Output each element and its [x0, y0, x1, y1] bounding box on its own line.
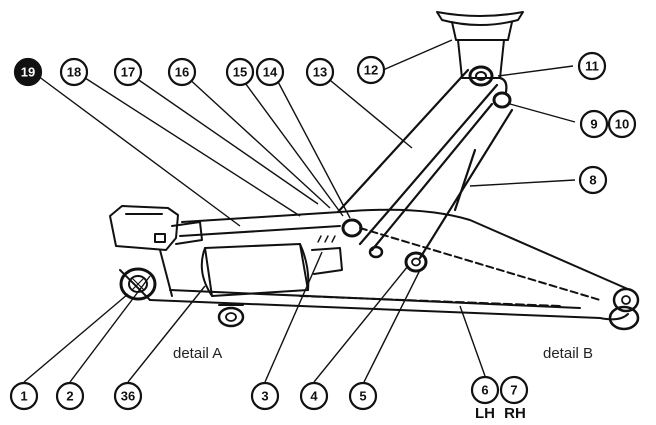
callout-16-label: 16 [175, 65, 189, 80]
callout-5-label: 5 [359, 389, 366, 404]
callout-3: 3 [250, 381, 280, 411]
lh-label: LH [475, 405, 495, 422]
callout-6-label: 6 [481, 383, 488, 398]
callout-9: 9 [579, 109, 609, 139]
callout-8: 8 [578, 165, 608, 195]
callout-11-label: 11 [585, 59, 599, 74]
callout-8-label: 8 [589, 173, 596, 188]
rh-label: RH [504, 405, 526, 422]
jack-line-art [109, 11, 640, 331]
callout-14-label: 14 [263, 65, 278, 80]
callout-1: 1 [9, 381, 39, 411]
callout-16: 16 [167, 57, 197, 87]
pivot-pins [341, 218, 428, 273]
callout-15-label: 15 [233, 65, 247, 80]
callout-2-label: 2 [66, 389, 73, 404]
callout-13-label: 13 [313, 65, 327, 80]
callouts: 19 18 17 16 15 14 13 12 [9, 51, 637, 411]
callout-17: 17 [113, 57, 143, 87]
annotations: detail A detail B LH RH [173, 345, 593, 422]
pump-block [109, 205, 203, 251]
detail-a-label: detail A [173, 345, 222, 362]
callout-10-label: 10 [615, 117, 629, 132]
lift-arm-upper [336, 68, 508, 246]
leader-lines [23, 39, 576, 383]
caster-wheel-detail-a [217, 304, 245, 328]
callout-11: 11 [577, 51, 607, 81]
front-wheel [119, 267, 157, 301]
callout-7: 7 [499, 375, 529, 405]
callout-15: 15 [225, 57, 255, 87]
callout-18: 18 [59, 57, 89, 87]
callout-7-label: 7 [510, 383, 517, 398]
frame [119, 208, 631, 321]
callout-36-label: 36 [121, 389, 135, 404]
callout-19-label: 19 [21, 65, 35, 80]
hydraulic-cylinder [200, 235, 343, 297]
rear-wheel-detail-b [608, 287, 640, 331]
detail-b-label: detail B [543, 345, 593, 362]
callout-36: 36 [113, 381, 143, 411]
callout-4-label: 4 [310, 389, 318, 404]
callout-4: 4 [299, 381, 329, 411]
callout-5: 5 [348, 381, 378, 411]
callout-1-label: 1 [20, 389, 27, 404]
callout-13: 13 [305, 57, 335, 87]
callout-6: 6 [470, 375, 500, 405]
callout-19: 19 [13, 57, 43, 87]
callout-12-label: 12 [364, 63, 378, 78]
saddle [436, 11, 524, 87]
callout-12: 12 [356, 55, 386, 85]
callout-3-label: 3 [261, 389, 268, 404]
lift-arm-link [370, 91, 514, 260]
callout-10: 10 [607, 109, 637, 139]
callout-18-label: 18 [67, 65, 81, 80]
callout-17-label: 17 [121, 65, 135, 80]
callout-2: 2 [55, 381, 85, 411]
callout-9-label: 9 [590, 117, 597, 132]
callout-14: 14 [255, 57, 285, 87]
